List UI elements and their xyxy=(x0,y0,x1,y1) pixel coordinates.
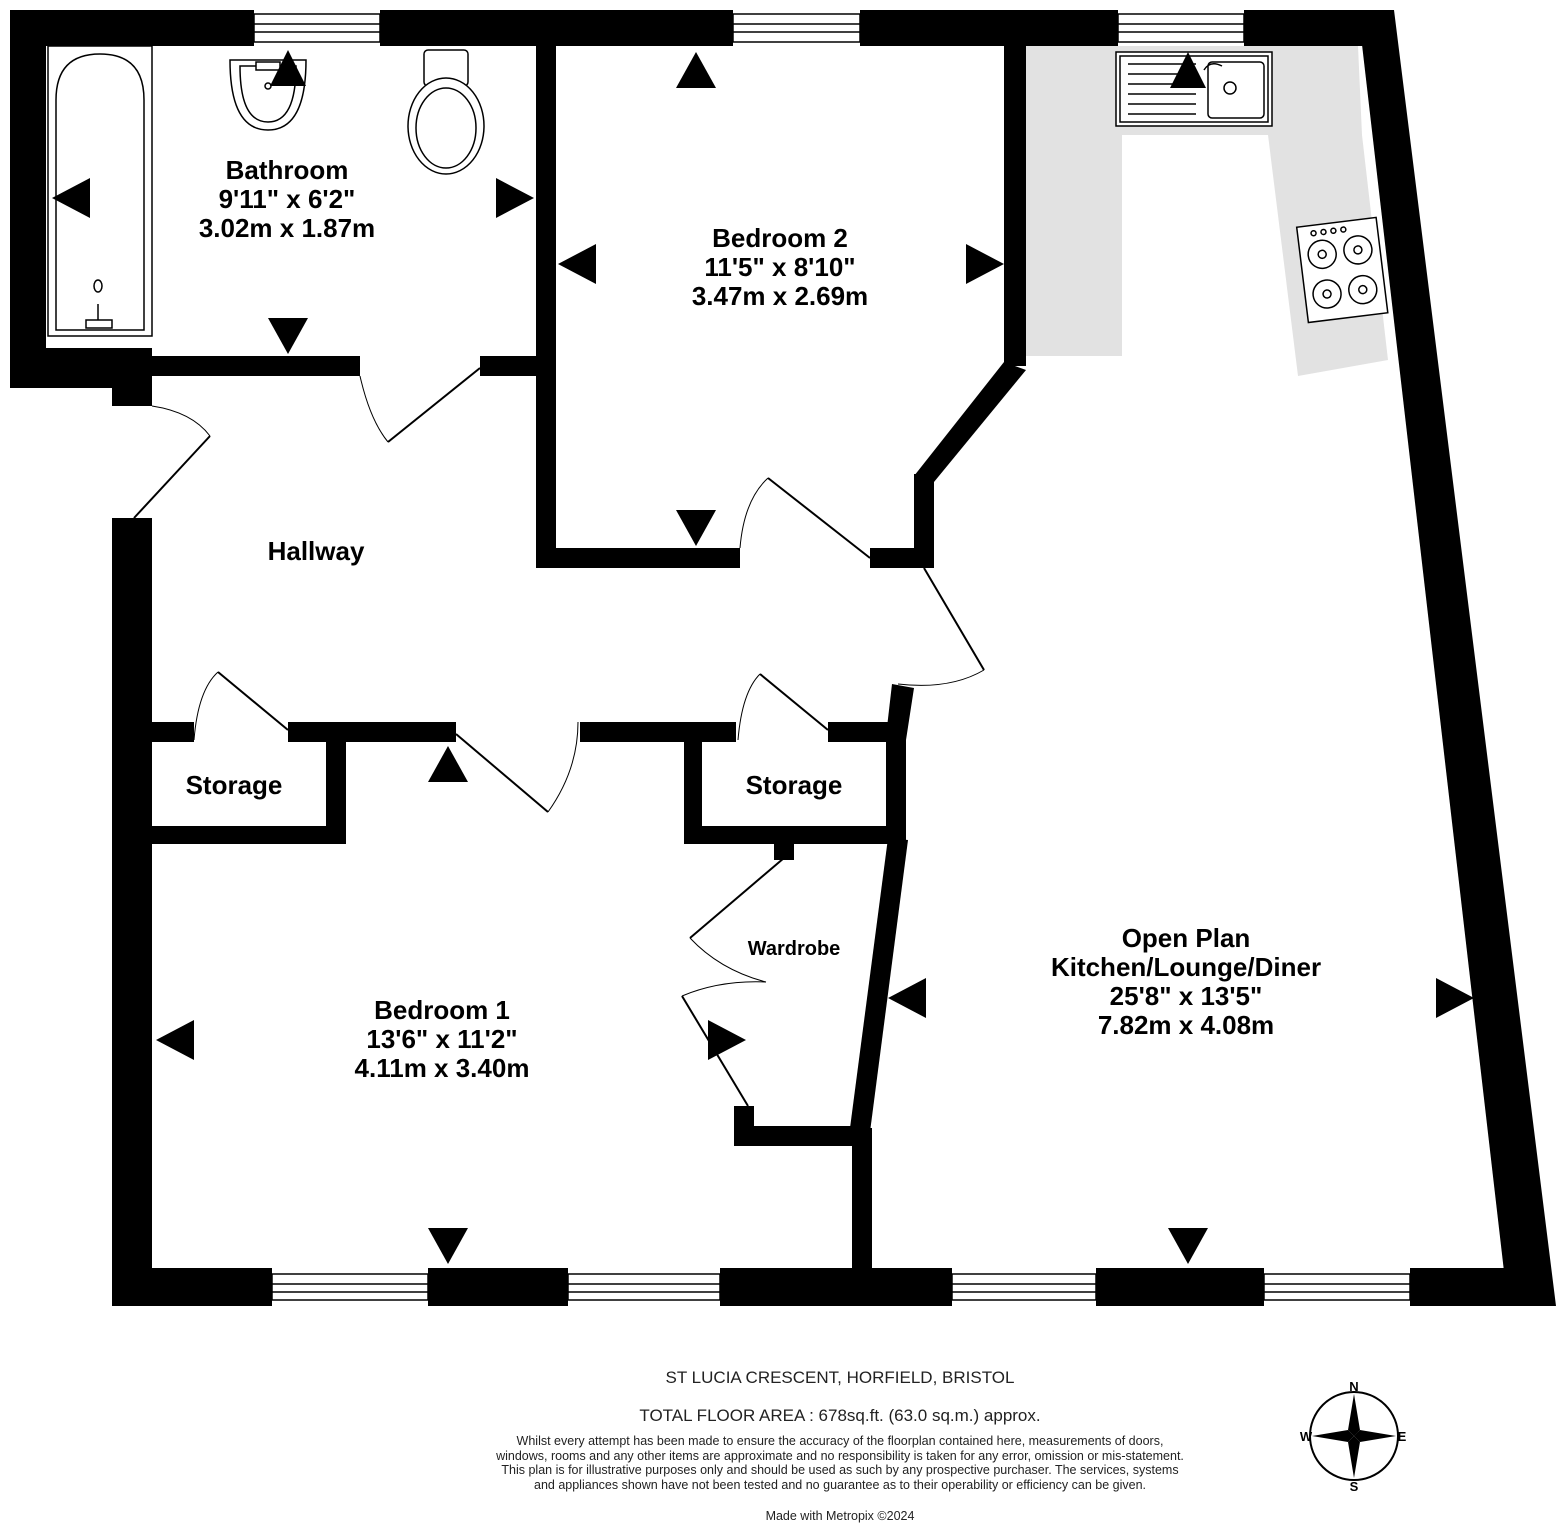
bedroom2-label: Bedroom 2 11'5" x 8'10" 3.47m x 2.69m xyxy=(668,223,892,312)
storage-left-name: Storage xyxy=(185,770,283,800)
open-plan-line1: Open Plan xyxy=(1121,923,1251,953)
bedroom1-label: Bedroom 1 13'6" x 11'2" 4.11m x 3.40m xyxy=(326,995,558,1084)
storage-right-name: Storage xyxy=(745,770,843,800)
walls xyxy=(10,10,1556,1306)
bathroom-name: Bathroom xyxy=(225,155,349,185)
disclaimer: Whilst every attempt has been made to en… xyxy=(496,1434,1184,1492)
hallway-name: Hallway xyxy=(267,536,365,566)
dimension-arrows xyxy=(52,50,1474,1264)
kitchen-counter-top xyxy=(1024,46,1362,356)
storage-right-label: Storage xyxy=(730,770,858,800)
bathroom-metric: 3.02m x 1.87m xyxy=(198,213,376,244)
kitchen-sink xyxy=(1115,51,1273,127)
toilet xyxy=(407,49,485,175)
hallway-label: Hallway xyxy=(250,536,382,566)
compass-east: E xyxy=(1398,1429,1407,1444)
property-address: ST LUCIA CRESCENT, HORFIELD, BRISTOL xyxy=(665,1368,1015,1387)
bath-tub xyxy=(47,45,153,337)
bedroom2-metric: 3.47m x 2.69m xyxy=(691,281,869,312)
wardrobe-label: Wardrobe xyxy=(736,938,852,960)
floor-plan xyxy=(10,10,1556,1306)
bathroom-imperial: 9'11" x 6'2" xyxy=(218,184,356,215)
compass-icon: N E S W xyxy=(1300,1380,1407,1492)
compass-north: N xyxy=(1349,1380,1358,1394)
windows xyxy=(253,13,1411,1301)
hob xyxy=(1295,216,1389,324)
bedroom1-name: Bedroom 1 xyxy=(374,995,510,1025)
total-floor-area: TOTAL FLOOR AREA : 678sq.ft. (63.0 sq.m.… xyxy=(639,1406,1041,1425)
bedroom2-imperial: 11'5" x 8'10" xyxy=(704,252,856,283)
credit: Made with Metropix ©2024 xyxy=(765,1509,915,1523)
open-plan-label: Open Plan Kitchen/Lounge/Diner 25'8" x 1… xyxy=(1022,923,1350,1041)
open-plan-metric: 7.82m x 4.08m xyxy=(1097,1010,1275,1041)
bedroom1-imperial: 13'6" x 11'2" xyxy=(366,1024,518,1055)
bedroom2-name: Bedroom 2 xyxy=(712,223,848,253)
bathroom-label: Bathroom 9'11" x 6'2" 3.02m x 1.87m xyxy=(180,155,394,244)
storage-left-label: Storage xyxy=(170,770,298,800)
compass-south: S xyxy=(1350,1479,1359,1492)
open-plan-imperial: 25'8" x 13'5" xyxy=(1109,981,1263,1012)
compass-west: W xyxy=(1300,1429,1313,1444)
bedroom1-metric: 4.11m x 3.40m xyxy=(354,1053,530,1084)
open-plan-line2: Kitchen/Lounge/Diner xyxy=(1050,952,1322,983)
wardrobe-name: Wardrobe xyxy=(747,938,841,960)
